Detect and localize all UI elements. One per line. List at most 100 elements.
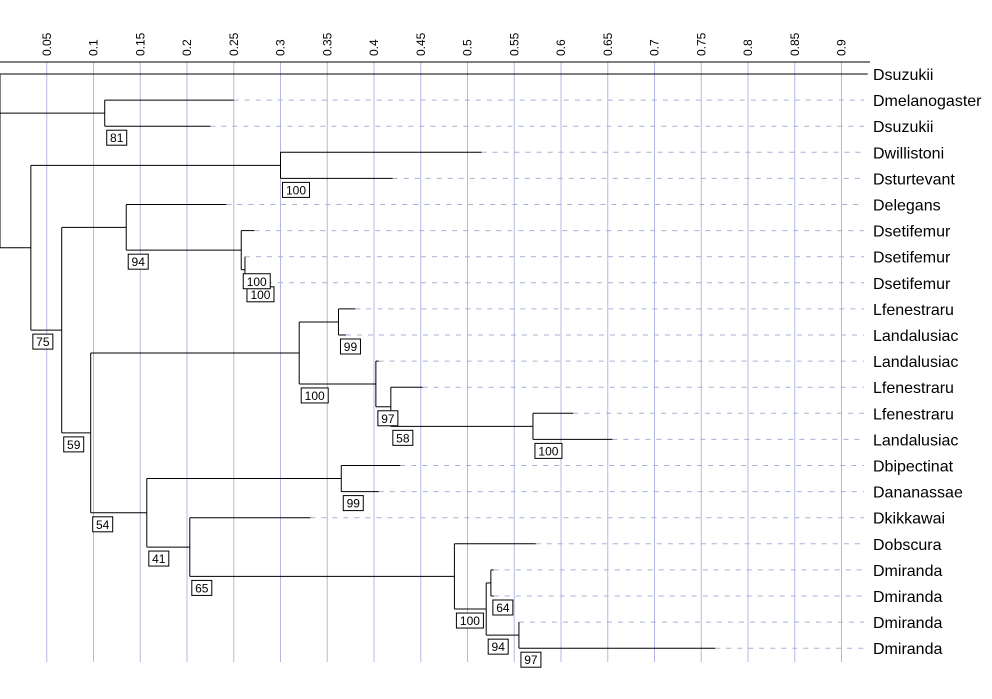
- bootstrap-box: 75: [32, 333, 54, 350]
- bootstrap-frame: [191, 579, 213, 596]
- bootstrap-frame: [492, 599, 514, 616]
- bootstrap-box: 58: [392, 429, 414, 446]
- tick-label: 0.6: [554, 39, 568, 56]
- bootstrap-frame: [127, 253, 149, 270]
- tick-label: 0.9: [835, 39, 849, 56]
- bootstrap-frame: [300, 387, 329, 404]
- bootstrap-box: 65: [191, 579, 213, 596]
- leaf-label: Lfenestraru: [873, 302, 954, 319]
- bootstrap-value: 97: [381, 412, 395, 426]
- leaf-label: Dsuzukii: [873, 67, 933, 84]
- bootstrap-value: 58: [396, 431, 410, 445]
- leaf-label: Lfenestraru: [873, 380, 954, 397]
- bootstrap-frame: [392, 429, 414, 446]
- bootstrap-frame: [92, 516, 114, 533]
- bootstrap-box: 100: [246, 286, 275, 303]
- tick-label: 0.3: [274, 39, 288, 56]
- tick-label: 0.5: [461, 39, 475, 56]
- bootstrap-frame: [377, 410, 399, 427]
- tick-label: 0.2: [180, 39, 194, 56]
- bootstrap-frame: [534, 442, 563, 459]
- leaf-label: Dsetifemur: [873, 224, 951, 241]
- bootstrap-frame: [520, 651, 542, 668]
- bootstrap-frame: [63, 436, 85, 453]
- bootstrap-value: 75: [36, 335, 50, 349]
- bootstrap-value: 94: [492, 640, 506, 654]
- bootstrap-box: 41: [148, 550, 170, 567]
- leaf-label: Dsetifemur: [873, 250, 951, 267]
- tick-label: 0.75: [694, 32, 708, 56]
- bootstrap-value: 65: [195, 581, 209, 595]
- bootstrap-box: 94: [127, 253, 149, 270]
- leaf-label: Dmiranda: [873, 641, 942, 658]
- leaf-label: Dmelanogaster: [873, 93, 982, 110]
- leaf-label: Dmiranda: [873, 615, 942, 632]
- bootstrap-box: 54: [92, 516, 114, 533]
- leaf-labels: DsuzukiiDmelanogasterDsuzukiiDwillistoni…: [873, 67, 982, 658]
- bootstrap-frame: [455, 612, 484, 629]
- leaf-label: Dmiranda: [873, 589, 942, 606]
- bootstrap-box: 99: [339, 338, 361, 355]
- bootstrap-value: 99: [347, 497, 361, 511]
- bootstrap-frame: [342, 495, 364, 512]
- tick-label: 0.05: [40, 32, 54, 56]
- leaf-label: Dsuzukii: [873, 119, 933, 136]
- leaf-label: Dobscura: [873, 537, 942, 554]
- bootstrap-value: 100: [247, 275, 267, 289]
- bootstrap-value: 100: [250, 288, 270, 302]
- leaf-label: Delegans: [873, 198, 941, 215]
- leaf-label: Dsetifemur: [873, 276, 951, 293]
- bootstrap-value: 100: [286, 183, 306, 197]
- bootstrap-box: 100: [300, 387, 329, 404]
- tick-label: 0.65: [601, 32, 615, 56]
- bootstrap-box: 64: [492, 599, 514, 616]
- bootstrap-box: 97: [377, 410, 399, 427]
- bootstrap-frame: [32, 333, 54, 350]
- bootstrap-box: 100: [455, 612, 484, 629]
- tick-label: 0.15: [133, 32, 147, 56]
- bootstrap-box: 100: [282, 181, 310, 198]
- bootstrap-box: 81: [106, 129, 128, 146]
- leaf-label: Dkikkawai: [873, 511, 945, 528]
- bootstrap-value: 100: [305, 389, 325, 403]
- leaf-label: Dmiranda: [873, 563, 942, 580]
- bootstrap-value: 99: [344, 340, 358, 354]
- leaf-label: Landalusiac: [873, 432, 958, 449]
- bootstrap-value: 54: [96, 518, 110, 532]
- bootstrap-frame: [106, 129, 128, 146]
- bootstrap-box: 94: [487, 638, 509, 655]
- tick-label: 0.8: [741, 39, 755, 56]
- leaf-label: Dananassae: [873, 485, 963, 502]
- bootstrap-value: 81: [110, 131, 124, 145]
- bootstrap-value: 94: [132, 255, 146, 269]
- bootstrap-box: 100: [534, 442, 563, 459]
- bootstrap-value: 59: [67, 438, 81, 452]
- leaf-label: Dbipectinat: [873, 459, 954, 476]
- bootstrap-box: 99: [342, 495, 364, 512]
- leaf-label: Dsturtevant: [873, 171, 955, 188]
- leaf-label: Dwillistoni: [873, 145, 944, 162]
- tick-label: 0.55: [507, 32, 521, 56]
- tick-label: 0.35: [320, 32, 334, 56]
- bootstrap-frame: [339, 338, 361, 355]
- leaf-label: Landalusiac: [873, 328, 958, 345]
- tick-label: 0.45: [414, 32, 428, 56]
- bootstrap-value: 64: [496, 601, 510, 615]
- bootstrap-frame: [148, 550, 170, 567]
- bootstrap-frame: [487, 638, 509, 655]
- bootstrap-value: 100: [460, 614, 480, 628]
- leaf-label: Lfenestraru: [873, 406, 954, 423]
- bootstrap-value: 100: [538, 444, 558, 458]
- bootstrap-values: 8110010010094991005897100996497941006541…: [32, 129, 563, 668]
- bootstrap-frame: [242, 273, 271, 290]
- leaf-label: Landalusiac: [873, 354, 958, 371]
- bootstrap-box: 59: [63, 436, 85, 453]
- tree-branches: [0, 73, 868, 649]
- tick-label: 0.4: [367, 39, 381, 56]
- bootstrap-frame: [282, 181, 310, 198]
- bootstrap-value: 41: [152, 552, 166, 566]
- bootstrap-box: 100: [242, 273, 271, 290]
- tick-label: 0.1: [87, 39, 101, 56]
